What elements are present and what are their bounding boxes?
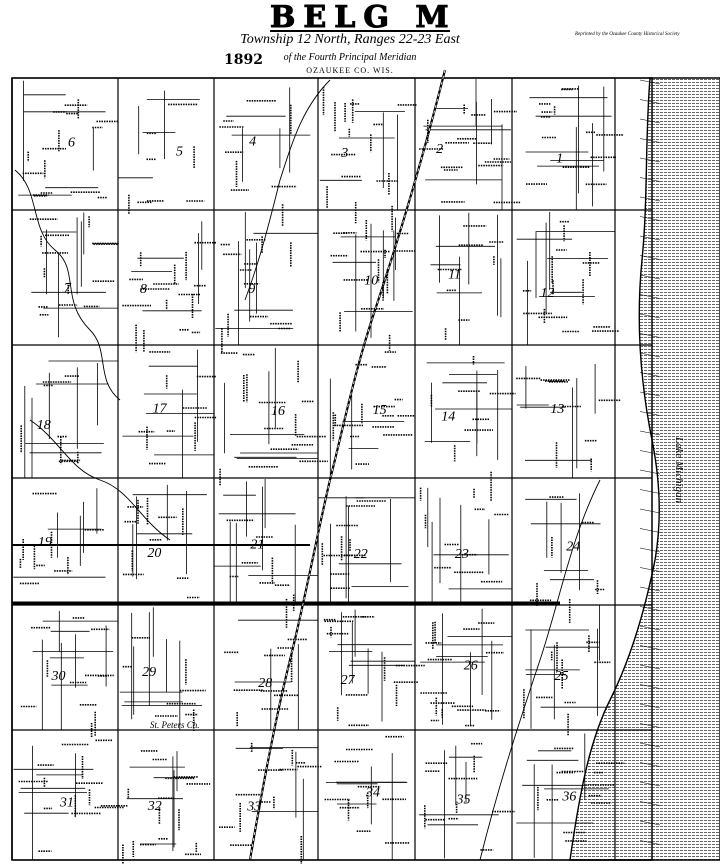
section-number: 23 [455, 547, 469, 562]
railroad [248, 69, 447, 861]
section-number: 10 [364, 274, 378, 289]
bluff-hatch [639, 664, 661, 670]
bluff-hatch [639, 781, 661, 787]
bluff-hatch [639, 723, 661, 728]
bluff-hatch [639, 216, 661, 221]
section-number: 17 [153, 402, 168, 417]
section-number: 16 [271, 404, 285, 419]
bluff-hatch [639, 820, 661, 826]
bluff-hatch [639, 645, 661, 650]
bluff-hatch [639, 430, 661, 436]
bluff-hatch [639, 762, 661, 767]
section-number: 2 [436, 142, 443, 157]
section-number: 21 [250, 537, 264, 552]
creek [29, 419, 171, 541]
section-number: 6 [68, 136, 75, 151]
reprint-credit: Reprinted by the Ozaukee County Historic… [575, 32, 680, 37]
bluff-hatch [639, 333, 661, 338]
section-number: 22 [354, 547, 368, 562]
section-number: 26 [464, 659, 478, 674]
bluff-hatch [639, 99, 661, 104]
owner-name-lettering [18, 86, 625, 864]
bluff-hatch [639, 547, 661, 553]
bluff-hatch [639, 118, 661, 124]
section-number: 30 [51, 669, 66, 684]
bluff-hatch [639, 352, 661, 358]
bluff-hatch [639, 138, 661, 143]
meridian-line: of the Fourth Principal Meridian [283, 52, 417, 63]
section-number: 15 [373, 403, 387, 418]
map-title-block: BELG M Township 12 North, Ranges 22-23 E… [180, 0, 540, 75]
bluff-hatch [639, 567, 661, 572]
section-number: 12 [540, 286, 554, 301]
county-label: OZAUKEE CO. WIS. [306, 66, 394, 75]
bluff-hatch [639, 489, 661, 494]
section-number: 35 [456, 792, 471, 807]
section-number: 32 [147, 799, 162, 814]
map-year: 1892 [224, 52, 263, 68]
bluff-hatch [639, 255, 661, 260]
bluff-hatch [639, 606, 661, 611]
bluff-hatch [639, 79, 661, 85]
section-number: 7 [64, 281, 72, 296]
church-label: St. Peters Ch. [150, 720, 200, 730]
bluff-hatch [639, 469, 661, 475]
section-number: 13 [550, 402, 564, 417]
railroad-ties [249, 69, 446, 861]
lake-michigan [569, 77, 720, 861]
parcel-lines [13, 79, 615, 860]
lake-michigan-label: Lake Michigan [673, 436, 685, 504]
bluff-hatch [639, 508, 661, 514]
section-number: 8 [140, 282, 147, 297]
lake-michigan-shore [569, 77, 720, 861]
bluff-hatch [639, 177, 661, 182]
section-number: 36 [561, 790, 576, 805]
section-number: 19 [38, 535, 52, 550]
section-number: 33 [246, 800, 261, 815]
bluff-hatch [639, 235, 661, 241]
bluff-hatch [639, 196, 661, 202]
section-number: 4 [249, 135, 256, 150]
bluff-hatch [639, 742, 661, 748]
creek [244, 79, 331, 301]
section-number: 27 [341, 673, 356, 688]
section-grid [11, 77, 653, 861]
bluff-hatch [639, 684, 661, 689]
bluff-hatch [639, 625, 661, 631]
section-number: 25 [555, 669, 569, 684]
bluff-hatch [639, 528, 661, 533]
creek [14, 169, 121, 401]
section-number: 11 [448, 268, 461, 283]
bluff-hatch [639, 411, 661, 416]
section-number: 29 [142, 665, 156, 680]
bluff-hatch [639, 586, 661, 592]
bluff-hatch [639, 372, 661, 377]
section-number: 14 [441, 409, 455, 424]
roads [12, 69, 601, 861]
section-number: 9 [248, 282, 255, 297]
bluff-hatch [639, 840, 661, 845]
bluff-hatch [639, 294, 661, 299]
section-number: 1 [556, 152, 563, 167]
bluff-hatch [639, 313, 661, 319]
section-number: 5 [176, 145, 183, 160]
bluff-hatch [639, 391, 661, 397]
creek [479, 479, 601, 861]
section-number: 24 [566, 539, 580, 554]
section-number: 28 [258, 676, 272, 691]
township-line: Township 12 North, Ranges 22-23 East [240, 32, 460, 47]
section-number: 34 [365, 785, 380, 800]
bluff-hatch [639, 157, 661, 163]
section-number: 3 [340, 146, 348, 161]
section-number: 20 [147, 546, 161, 561]
bluff-hatch [639, 450, 661, 455]
map-title: BELG M [270, 0, 450, 36]
section-number: 31 [59, 796, 74, 811]
section-number: 18 [37, 418, 51, 433]
bluff-hatch [639, 274, 661, 280]
bluff-hatch [639, 703, 661, 709]
bluff-hatch [639, 801, 661, 806]
